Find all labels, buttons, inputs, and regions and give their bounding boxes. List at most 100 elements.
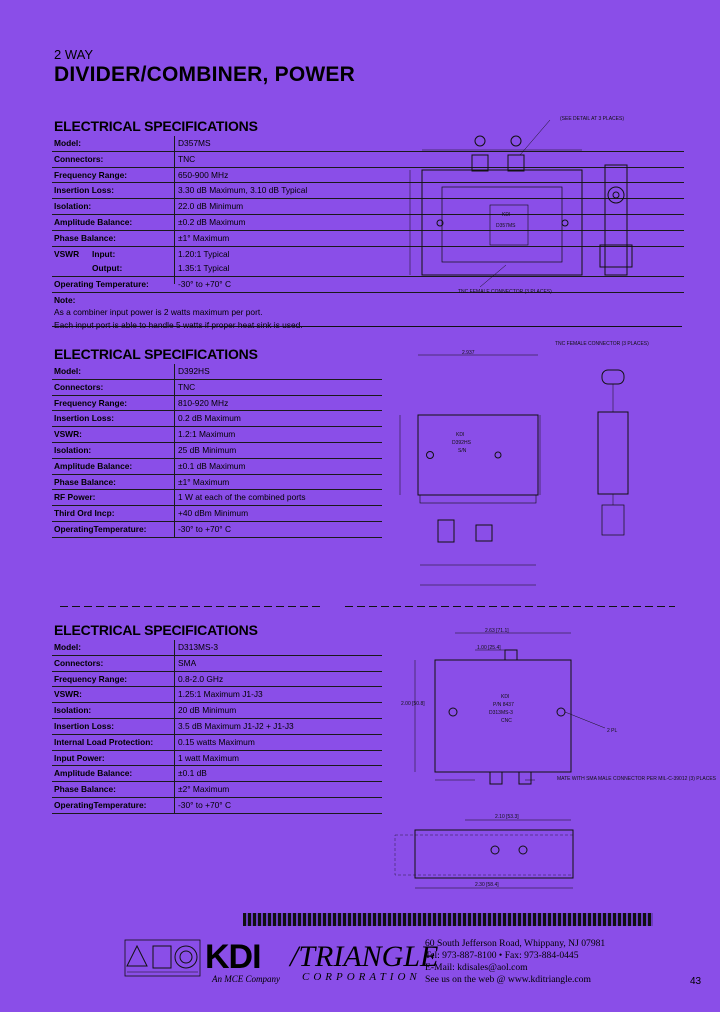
- spec-value: -30° to +70° C: [178, 799, 232, 810]
- drawing1-callout-a: (SEE DETAIL AT 3 PLACES): [560, 116, 624, 122]
- spec-label: Frequency Range:: [54, 397, 128, 408]
- note-line: Each input port is able to handle 5 watt…: [54, 319, 303, 330]
- email-link[interactable]: E-Mail: kdisales@aol.com: [425, 962, 528, 973]
- spec-label: VSWR:: [54, 689, 82, 700]
- address-line: 60 South Jefferson Road, Whippany, NJ 07…: [425, 938, 606, 949]
- corporation-logo-text: CORPORATION: [302, 971, 421, 983]
- spec-value: 22.0 dB Minimum: [178, 201, 244, 212]
- spec-label: Isolation:: [54, 705, 92, 716]
- kdi-logo: KDI: [205, 938, 262, 976]
- spec-value: D313MS-3: [178, 642, 219, 652]
- drawing1-callout-b: TNC FEMALE CONNECTOR (3 PLACES): [458, 289, 552, 295]
- spec-label: VSWR: [54, 248, 80, 259]
- spec-value: 1.35:1 Typical: [178, 263, 230, 274]
- seal-icon: [152, 945, 172, 969]
- spec-sublabel: Output:: [92, 263, 123, 274]
- drawing2-kdi-label: KDI: [456, 432, 464, 438]
- spec-value: +40 dBm Minimum: [178, 508, 249, 519]
- spec-table-2: Model: D392HS Connectors: TNC Frequency Ra…: [52, 364, 382, 538]
- spec-value: 0.8-2.0 GHz: [178, 673, 224, 684]
- phone-line: Tel: 973-887-8100 • Fax: 973-884-0445: [425, 950, 579, 961]
- spec-label: Amplitude Balance:: [54, 460, 133, 471]
- spec-label: Insertion Loss:: [54, 413, 115, 424]
- spec-table-1: Model: D357MS Connectors: TNC Frequency Ra…: [52, 136, 684, 332]
- d313ms-3-drawing: 2.63 [71.1] 1.00 [25.4] 2.00 [50.8] KDI …: [394, 628, 717, 889]
- spec-label: Model:: [54, 138, 81, 148]
- footer-banner: [243, 913, 653, 926]
- spec-value: TNC: [178, 153, 196, 164]
- spec-label: Phase Balance:: [54, 476, 116, 487]
- spec-value: TNC: [178, 381, 196, 392]
- drawing3-cnc-label: CNC: [501, 718, 512, 724]
- spec-value: 0.15 watts Maximum: [178, 736, 255, 747]
- spec-label: Insertion Loss:: [54, 720, 115, 731]
- drawing3-dim-base: 2.30 [58.4]: [475, 882, 499, 888]
- spec-value: 25 dB Minimum: [178, 444, 237, 455]
- drawing3-connector-callout: MATE WITH SMA MALE CONNECTOR PER MIL-C-3…: [557, 776, 717, 782]
- spec-label: Amplitude Balance:: [54, 768, 133, 779]
- spec-value: 650-900 MHz: [178, 169, 229, 180]
- spec-label: Phase Balance:: [54, 784, 116, 795]
- spec-label: Connectors:: [54, 153, 104, 164]
- drawing2-sn-label: S/N: [458, 448, 467, 454]
- spec-value: ±2° Maximum: [178, 784, 230, 795]
- spec-label: OperatingTemperature:: [54, 523, 147, 534]
- spec-value: 810-920 MHz: [178, 397, 229, 408]
- spec-label: OperatingTemperature:: [54, 799, 147, 810]
- spec-value: D392HS: [178, 366, 210, 376]
- drawing3-dim-top: 2.63 [71.1]: [485, 628, 509, 634]
- spec-value: ±0.2 dB Maximum: [178, 216, 246, 227]
- spec-value: ±1° Maximum: [178, 476, 230, 487]
- spec-label: Third Ord Incp:: [54, 508, 115, 519]
- category-label: 2 WAY: [54, 47, 94, 62]
- spec-value: ±0.1 dB: [178, 768, 207, 779]
- drawing3-kdi-label: KDI: [501, 694, 509, 700]
- round-seal-icon: [174, 945, 198, 969]
- spec-value: 3.30 dB Maximum, 3.10 dB Typical: [178, 185, 308, 196]
- spec-label: Frequency Range:: [54, 673, 128, 684]
- spec-value: 1.20:1 Typical: [178, 248, 230, 259]
- drawing3-dim-mid: 1.00 [25.4]: [477, 645, 501, 651]
- spec-label: Operating Temperature:: [54, 279, 149, 290]
- drawing3-pn-label: P/N 8437: [493, 702, 514, 708]
- section-divider: [60, 606, 320, 607]
- spec-label: Insertion Loss:: [54, 185, 115, 196]
- spec-label: Model:: [54, 366, 81, 376]
- spec-value: -30° to +70° C: [178, 279, 232, 290]
- mce-tagline: An MCE Company: [212, 974, 280, 984]
- drawing2-model-label: D392HS: [452, 440, 472, 446]
- section-divider: [52, 326, 682, 327]
- triangle-seal-icon: [126, 944, 148, 967]
- drawing3-dim-left: 2.00 [50.8]: [401, 701, 425, 707]
- spec-sublabel: Input:: [92, 248, 116, 259]
- d392hs-drawing: 2.937 KDI D392HS S/N TNC FEMALE CONNECTO…: [399, 341, 649, 586]
- drawing2-dim-top: 2.937: [462, 350, 475, 356]
- note-line: As a combiner input power is 2 watts max…: [54, 306, 263, 317]
- spec-value: 1 W at each of the combined ports: [178, 492, 306, 503]
- spec-value: SMA: [178, 657, 197, 668]
- spec-value: 1.25:1 Maximum J1-J3: [178, 689, 263, 700]
- spec-label: Connectors:: [54, 381, 104, 392]
- spec-table-3: Model:D313MS-3 Connectors:SMA Frequency …: [52, 640, 382, 814]
- spec-value: D357MS: [178, 138, 211, 148]
- section-divider: [345, 606, 675, 607]
- page-number: 43: [690, 976, 702, 987]
- triangle-logo: /TRIANGLE: [290, 940, 439, 973]
- section-3-title: ELECTRICAL SPECIFICATIONS: [54, 622, 258, 638]
- spec-value: 0.2 dB Maximum: [178, 413, 241, 424]
- web-link[interactable]: See us on the web @ www.kditriangle.com: [425, 974, 591, 985]
- spec-value: 20 dB Minimum: [178, 705, 237, 716]
- spec-label: Isolation:: [54, 444, 92, 455]
- spec-value: ±0.1 dB Maximum: [178, 460, 246, 471]
- spec-value: 1.2:1 Maximum: [178, 429, 236, 440]
- spec-label: Connectors:: [54, 657, 104, 668]
- spec-value: ±1° Maximum: [178, 232, 230, 243]
- spec-value: 1 watt Maximum: [178, 752, 239, 763]
- spec-label: Frequency Range:: [54, 169, 128, 180]
- spec-value: -30° to +70° C: [178, 523, 232, 534]
- spec-label: Amplitude Balance:: [54, 216, 133, 227]
- certification-seals: [124, 939, 201, 977]
- page-title: DIVIDER/COMBINER, POWER: [54, 63, 355, 86]
- spec-label: Isolation:: [54, 201, 92, 212]
- drawing3-model-label: D313MS-3: [489, 710, 513, 716]
